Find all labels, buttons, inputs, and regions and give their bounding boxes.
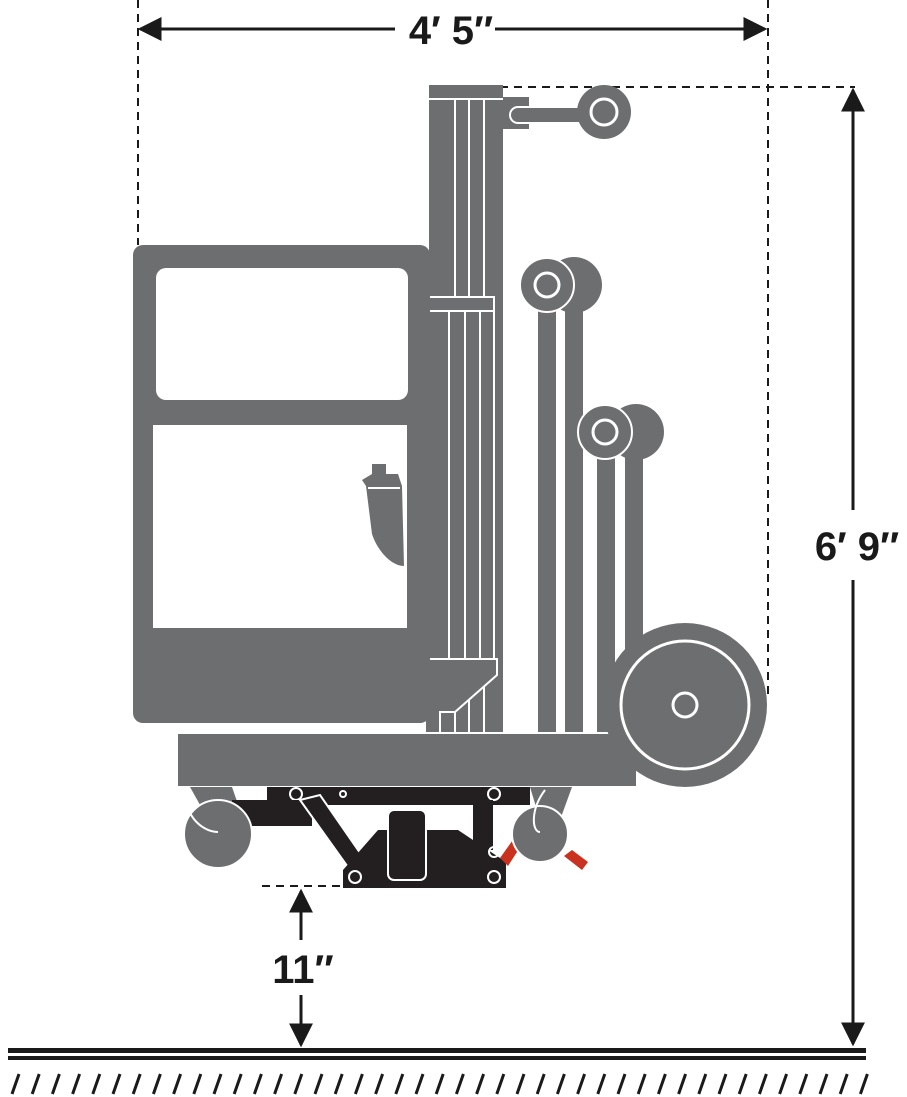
height-label: 6′ 9″ [815,525,899,569]
clearance-dimension: 11″ [272,888,334,1048]
drive-wheel [603,623,767,787]
front-caster [511,789,569,863]
rear-caster-wheel-icon [183,799,253,869]
mast [424,85,503,736]
control-box-icon [362,464,404,566]
ground-hatch-mark [495,1073,506,1095]
drive-wheel-icon [603,623,767,787]
ground-hatch-mark [515,1073,526,1095]
cage-upper-window [156,268,408,400]
ground-hatching [10,1073,869,1095]
ground-hatch-mark [778,1073,789,1095]
platform-cage [133,245,430,723]
ground-hatch-mark [10,1073,21,1095]
chassis-deck [176,732,638,788]
height-dimension: 6′ 9″ [815,87,899,1047]
ground-hatch-mark [737,1073,748,1095]
ground-hatch-mark [434,1073,445,1095]
ground-hatch-mark [576,1073,587,1095]
ground-hatch-mark [131,1073,142,1095]
ground-hatch-mark [313,1073,324,1095]
ground-hatch-mark [596,1073,607,1095]
ground-hatch-mark [636,1073,647,1095]
cage-lower-window [153,425,407,628]
ground-hatch-mark [818,1073,829,1095]
ground-hatch-mark [677,1073,688,1095]
ground-hatch-mark [717,1073,728,1095]
clearance-label: 11″ [272,948,333,992]
ground-hatch-mark [616,1073,627,1095]
ground-hatch-mark [454,1073,465,1095]
ground-hatch-mark [858,1073,869,1095]
dimension-guides [137,0,855,887]
ground-hatch-mark [333,1073,344,1095]
ground-hatch-mark [555,1073,566,1095]
ground-hatch-mark [798,1073,809,1095]
ground-hatch-mark [394,1073,405,1095]
ground-line-top [8,1048,866,1053]
ground-hatch-mark [50,1073,61,1095]
ground-line-bottom [8,1056,866,1060]
width-dimension: 4′ 5″ [137,9,768,53]
ground-hatch-mark [71,1073,82,1095]
ground-hatch-mark [414,1073,425,1095]
ground-hatch-mark [232,1073,243,1095]
ground-hatch-mark [30,1073,41,1095]
ground-hatch-mark [273,1073,284,1095]
ground-hatch-mark [151,1073,162,1095]
ground-hatch-mark [353,1073,364,1095]
ground-hatch-mark [838,1073,849,1095]
ground-hatch-mark [697,1073,708,1095]
rear-caster [183,789,253,869]
ground-hatch-mark [172,1073,183,1095]
upper-rail-roller-front [519,257,575,313]
ground-hatch-mark [91,1073,102,1095]
ground-hatch-mark [656,1073,667,1095]
width-label: 4′ 5″ [409,9,493,53]
ground-hatch-mark [293,1073,304,1095]
ground-hatch-mark [212,1073,223,1095]
front-caster-wheel-icon [511,805,569,863]
top-roller-arm [503,85,631,139]
ground-hatch-mark [475,1073,486,1095]
ground [8,1048,869,1095]
chassis [176,732,638,826]
safety-lever-red [564,850,588,870]
lift-machine [133,85,767,888]
ground-hatch-mark [535,1073,546,1095]
base-plate-assembly [298,793,588,888]
ground-hatch-mark [374,1073,385,1095]
ground-hatch-mark [111,1073,122,1095]
ground-hatch-mark [252,1073,263,1095]
top-roller-icon [577,85,631,139]
ground-hatch-mark [192,1073,203,1095]
ground-hatch-mark [757,1073,768,1095]
lower-rail-roller-front [577,404,633,460]
